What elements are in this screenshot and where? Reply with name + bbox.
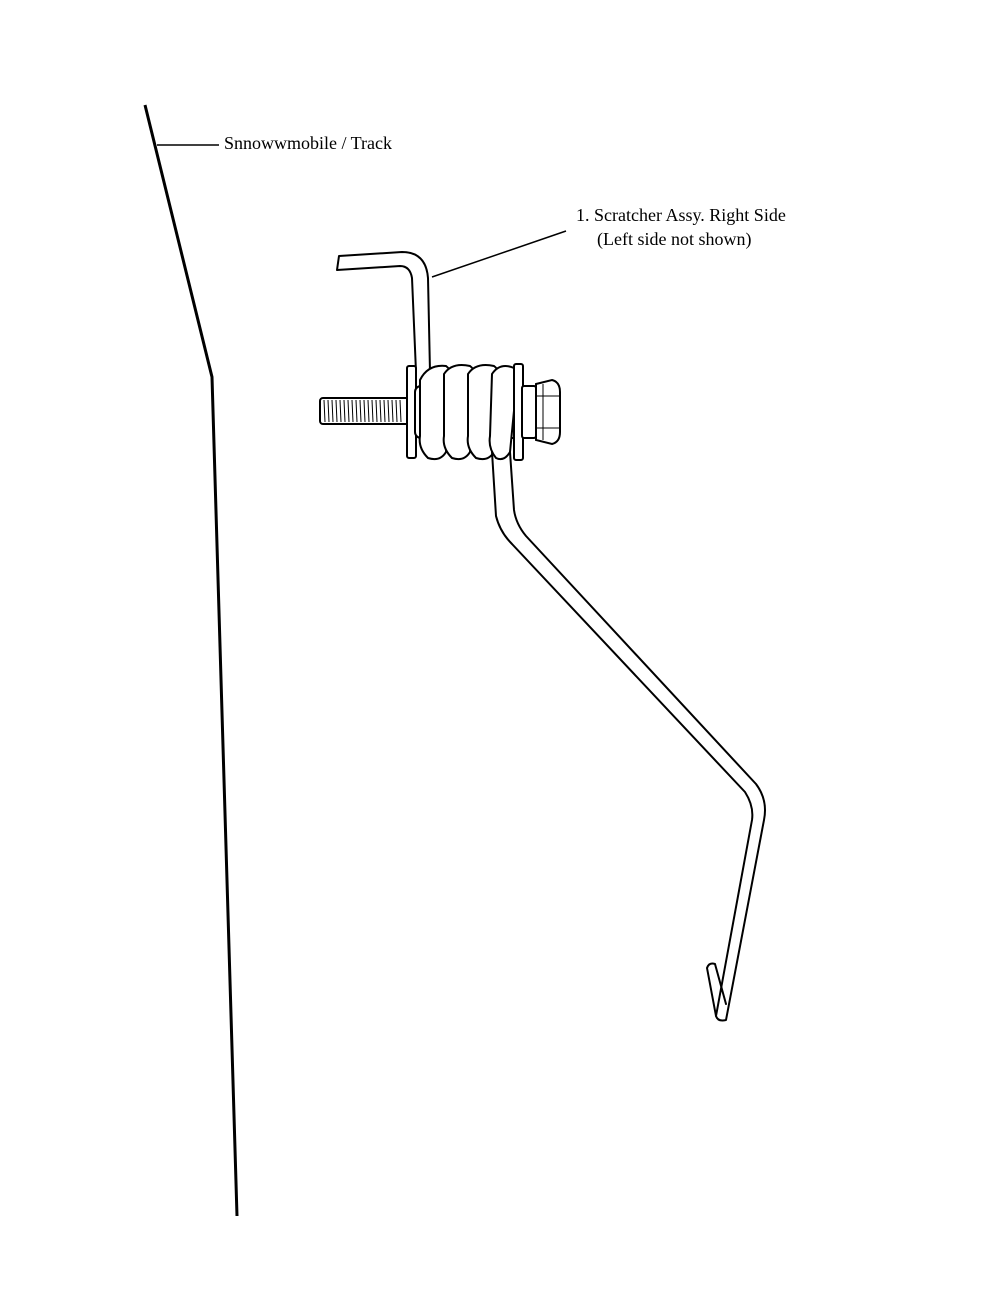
- scratcher-pick-tip: [706, 962, 727, 1017]
- bolt-thread-line: [375, 399, 378, 423]
- bolt-thread-line: [371, 399, 374, 423]
- bolt-thread-line: [343, 399, 346, 423]
- track-label: Snnowwmobile / Track: [224, 133, 392, 153]
- bolt-threads: [319, 397, 413, 425]
- part-label-line2: (Left side not shown): [597, 229, 751, 250]
- lock-washer: [521, 385, 537, 439]
- track-outline: [143, 104, 239, 1217]
- bolt-thread-line: [367, 399, 370, 423]
- part-leader-line: [431, 230, 567, 278]
- bolt-thread-line: [335, 399, 338, 423]
- bolt-thread-line: [395, 399, 398, 423]
- bolt-thread-line: [331, 399, 334, 423]
- scratcher-assembly: [319, 251, 766, 1022]
- bolt-thread-line: [351, 399, 354, 423]
- bolt-thread-line: [355, 399, 358, 423]
- lower-scratcher-arm: [491, 451, 766, 1022]
- bolt-thread-line: [323, 399, 326, 423]
- bolt-thread-line: [327, 399, 330, 423]
- bolt-thread-line: [379, 399, 382, 423]
- hex-nut: [535, 378, 561, 446]
- upper-hook-rod: [336, 251, 431, 373]
- bolt-thread-line: [347, 399, 350, 423]
- bolt-thread-line: [383, 399, 386, 423]
- bolt-thread-line: [363, 399, 366, 423]
- bolt-thread-line: [399, 399, 402, 423]
- bolt-thread-line: [387, 399, 390, 423]
- bolt-thread-line: [359, 399, 362, 423]
- bolt-thread-line: [339, 399, 342, 423]
- torsion-spring: [414, 364, 520, 461]
- part-label-line1: 1. Scratcher Assy. Right Side: [576, 205, 786, 225]
- bolt-thread-line: [391, 399, 394, 423]
